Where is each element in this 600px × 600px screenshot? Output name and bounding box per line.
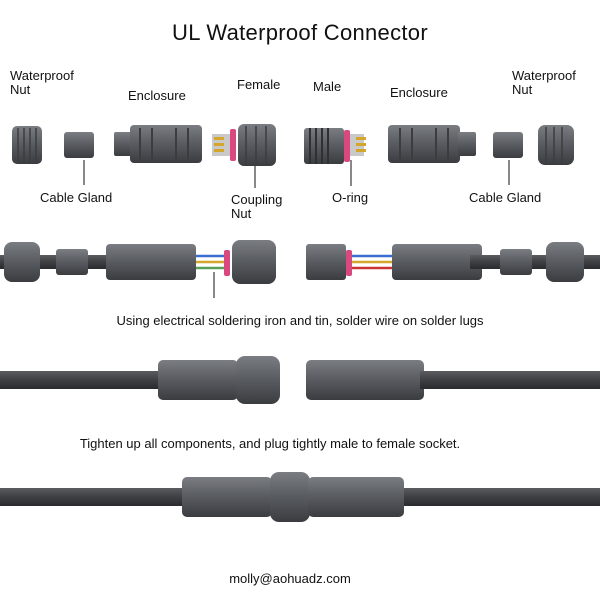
caption-soldering: Using electrical soldering iron and tin,… bbox=[116, 313, 484, 328]
enclosure-right bbox=[388, 125, 476, 163]
nut-right-row2 bbox=[546, 242, 584, 282]
semi-assembled-row bbox=[0, 356, 600, 404]
enclosure-left-row2 bbox=[106, 244, 196, 280]
label-cable-gland-right: Cable Gland bbox=[469, 190, 542, 205]
coupling-nut-row2 bbox=[232, 240, 276, 284]
wires-left bbox=[196, 254, 224, 270]
caption-tighten: Tighten up all components, and plug tigh… bbox=[79, 436, 461, 451]
cable-left-row3 bbox=[0, 371, 170, 389]
cable-gland-left bbox=[64, 132, 94, 158]
wires-right bbox=[352, 254, 392, 270]
label-waterproof-nut-right: Waterproof Nut bbox=[512, 68, 576, 97]
assembled-row bbox=[0, 472, 600, 522]
exploded-row bbox=[12, 124, 574, 166]
label-enclosure-right: Enclosure bbox=[390, 85, 448, 100]
nut-left-row2 bbox=[4, 242, 40, 282]
female-contact bbox=[212, 129, 236, 161]
waterproof-nut-right bbox=[538, 125, 574, 165]
enclosure-right-row4 bbox=[308, 477, 404, 517]
label-female: Female bbox=[237, 77, 281, 92]
cable-gland-right bbox=[493, 132, 523, 158]
label-enclosure-left: Enclosure bbox=[128, 88, 186, 103]
gland-left-row2 bbox=[56, 249, 88, 275]
contact-email: molly@aohuadz.com bbox=[229, 571, 351, 586]
male-contact bbox=[304, 128, 366, 164]
coupling-row4 bbox=[270, 472, 310, 522]
gland-right-row2 bbox=[500, 249, 532, 275]
male-row2 bbox=[306, 244, 346, 280]
coupling-nut bbox=[238, 124, 276, 166]
enclosure-left bbox=[114, 125, 202, 163]
enclosure-right-row2 bbox=[392, 244, 482, 280]
label-coupling-nut: Coupling Nut bbox=[231, 192, 283, 221]
wired-row bbox=[0, 240, 600, 284]
cable-right-row3 bbox=[420, 371, 600, 389]
label-waterproof-nut-left: Waterproof Nut bbox=[10, 68, 74, 97]
enclosure-right-row3 bbox=[306, 360, 424, 400]
waterproof-nut-left bbox=[12, 126, 42, 164]
label-male: Male bbox=[313, 79, 342, 94]
page-title: UL Waterproof Connector bbox=[172, 20, 428, 45]
coupling-nut-row3 bbox=[236, 356, 280, 404]
label-o-ring: O-ring bbox=[332, 190, 369, 205]
enclosure-left-row4 bbox=[182, 477, 272, 517]
label-cable-gland-left: Cable Gland bbox=[40, 190, 113, 205]
enclosure-left-row3 bbox=[158, 360, 238, 400]
